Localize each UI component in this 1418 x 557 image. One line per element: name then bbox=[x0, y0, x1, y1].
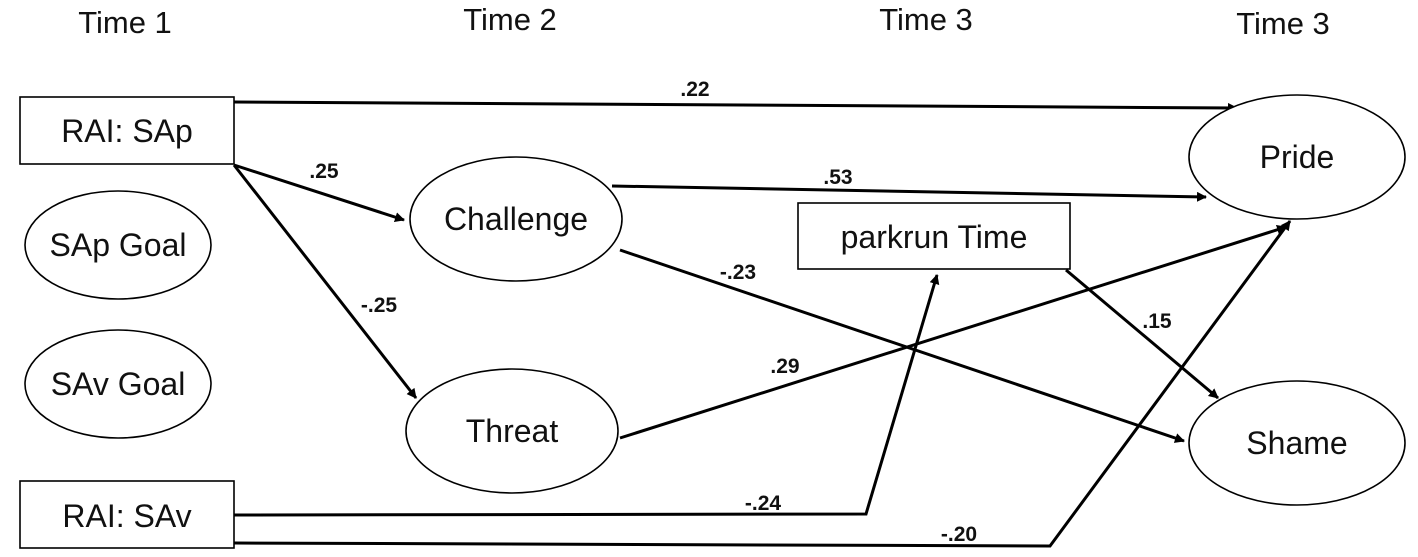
node-shame-label: Shame bbox=[1246, 425, 1347, 461]
node-challenge-label: Challenge bbox=[444, 201, 588, 237]
node-challenge: Challenge bbox=[409, 156, 623, 282]
node-sap-goal-label: SAp Goal bbox=[50, 227, 187, 263]
path-rai-sav-to-parkrun bbox=[233, 274, 940, 517]
path-parkrun-to-shame bbox=[1065, 268, 1219, 400]
node-rai-sap-label: RAI: SAp bbox=[61, 113, 193, 149]
node-pride-label: Pride bbox=[1260, 139, 1335, 175]
header-time-1: Time 1 bbox=[78, 5, 172, 40]
path-rai-sap-to-challenge bbox=[233, 163, 405, 222]
node-sav-goal: SAv Goal bbox=[24, 329, 212, 439]
node-rai-sap: RAI: SAp bbox=[19, 96, 235, 165]
coef-rai-sap-to-threat: -.25 bbox=[361, 294, 398, 317]
header-time-2: Time 2 bbox=[463, 2, 557, 37]
coef-rai-sap-to-challenge: .25 bbox=[309, 160, 339, 183]
header-time-3-b: Time 3 bbox=[1236, 6, 1330, 41]
coef-parkrun-to-shame: .15 bbox=[1142, 310, 1172, 333]
coef-challenge-to-pride: .53 bbox=[823, 166, 852, 189]
node-sap-goal: SAp Goal bbox=[24, 190, 212, 300]
path-threat-to-pride bbox=[619, 224, 1287, 440]
coef-rai-sav-to-parkrun: -.24 bbox=[745, 492, 782, 515]
coef-rai-sav-to-pride: -.20 bbox=[941, 523, 977, 546]
path-rai-sav-to-pride bbox=[233, 220, 1292, 548]
path-rai-sap-to-threat bbox=[232, 164, 418, 399]
node-pride: Pride bbox=[1188, 94, 1406, 220]
coef-challenge-to-shame: -.23 bbox=[720, 261, 756, 284]
node-parkrun-time-label: parkrun Time bbox=[841, 219, 1028, 255]
coef-threat-to-pride: .29 bbox=[770, 355, 799, 378]
node-threat: Threat bbox=[405, 368, 619, 494]
node-rai-sav: RAI: SAv bbox=[19, 480, 235, 549]
node-threat-label: Threat bbox=[466, 413, 559, 449]
node-shame: Shame bbox=[1188, 380, 1406, 506]
header-time-3-a: Time 3 bbox=[879, 2, 973, 37]
coef-rai-sap-to-pride: .22 bbox=[680, 78, 709, 101]
path-challenge-to-shame bbox=[619, 248, 1185, 443]
path-rai-sap-to-pride bbox=[233, 100, 1238, 113]
path-challenge-to-pride bbox=[611, 184, 1207, 202]
node-parkrun-time: parkrun Time bbox=[797, 202, 1071, 270]
node-sav-goal-label: SAv Goal bbox=[51, 366, 186, 402]
node-rai-sav-label: RAI: SAv bbox=[62, 498, 191, 534]
